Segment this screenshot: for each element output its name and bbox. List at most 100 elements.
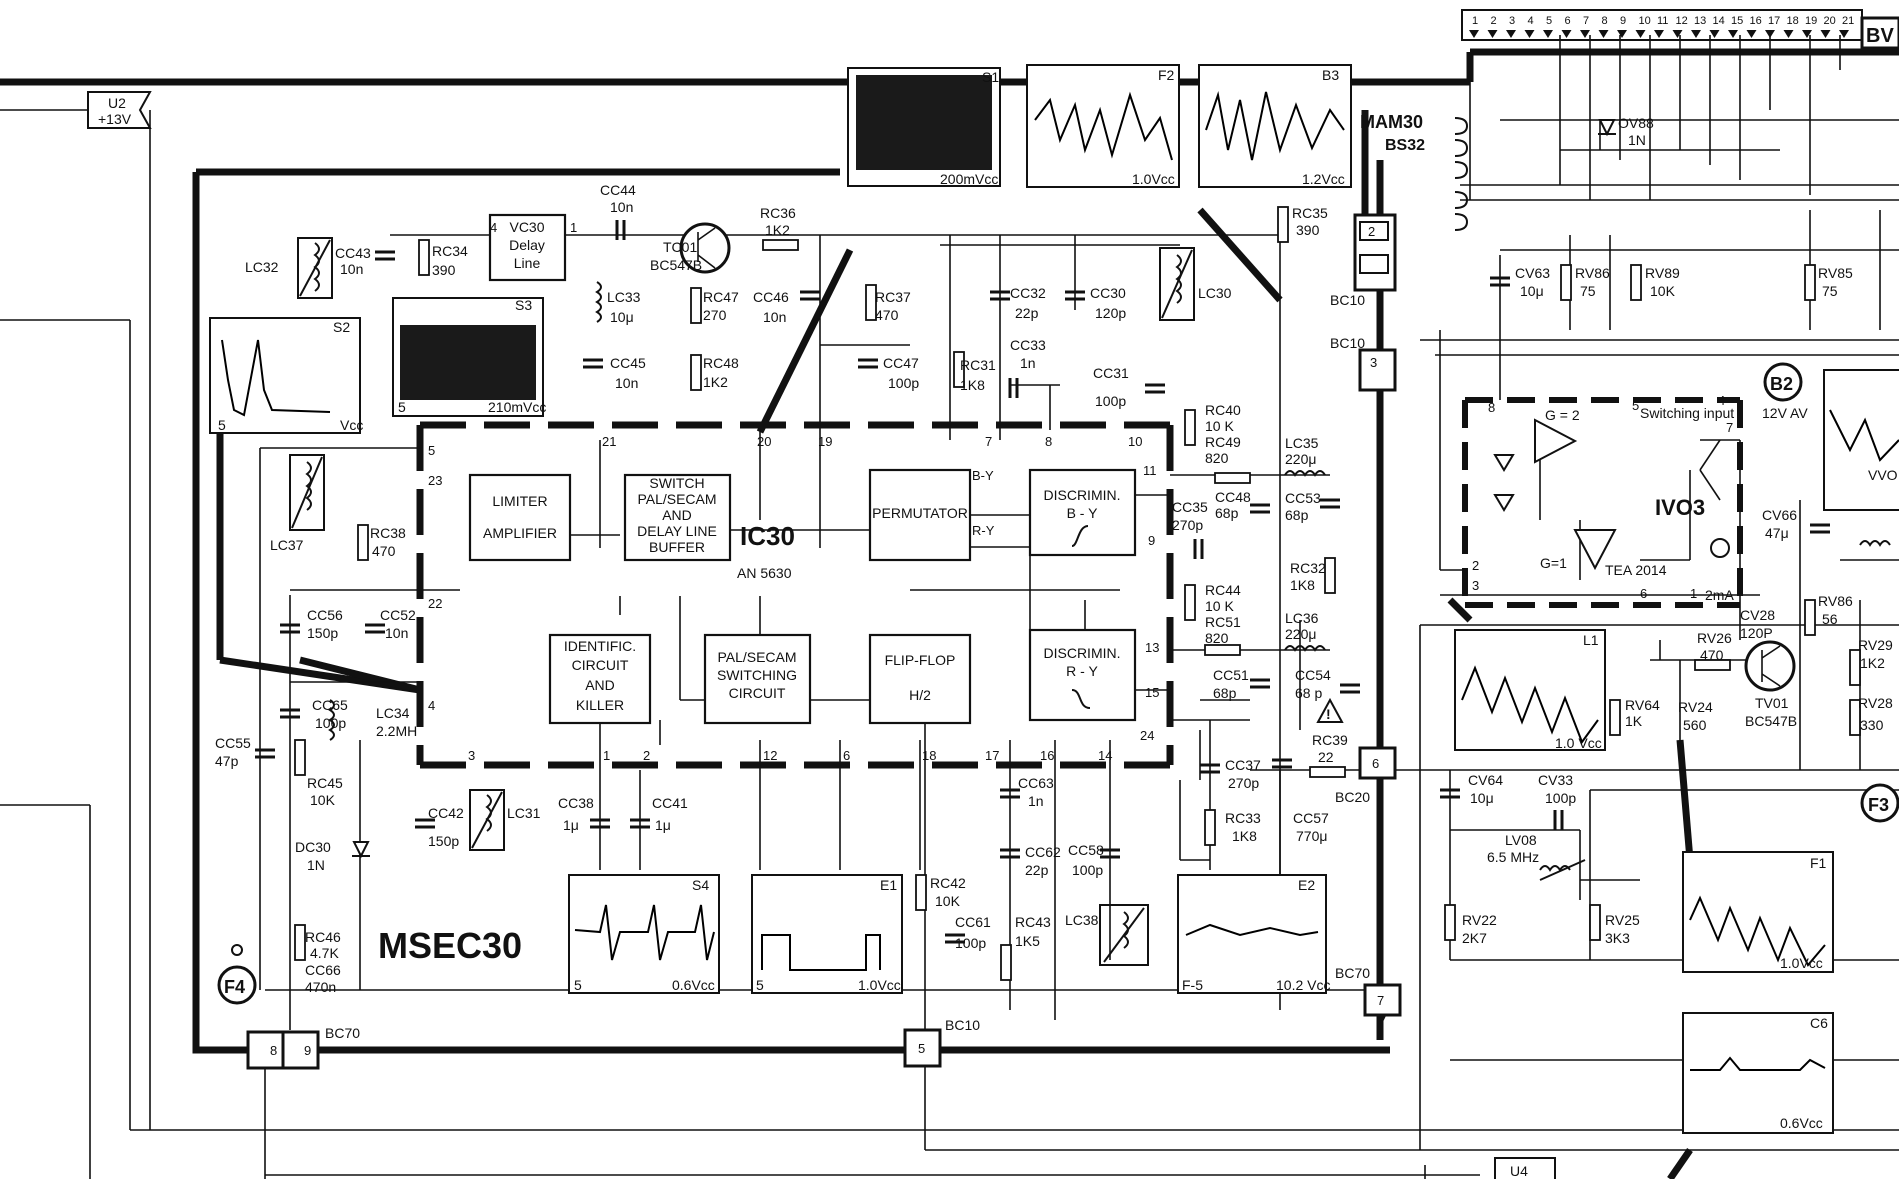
rv86-val: 75	[1580, 283, 1596, 299]
bv-pin-marker	[1691, 30, 1701, 38]
rc37-val: 470	[875, 307, 899, 323]
scope-s3-scale: 210mVcc	[488, 399, 546, 415]
cc63-ref: CC63	[1018, 775, 1054, 791]
tv01-ref: TV01	[1755, 695, 1789, 711]
cc56-val: 150p	[307, 625, 338, 641]
pin-16: 16	[1040, 748, 1054, 763]
rc34-val: 390	[432, 262, 456, 278]
bc10-c: BC10	[945, 1017, 980, 1033]
scope-l1: L1 1.0 Vcc	[1454, 629, 1606, 751]
lc31-ref: LC31	[507, 805, 541, 821]
cc33-val: 1n	[1020, 355, 1036, 371]
scope-c6: C6 0.6Vcc	[1682, 1012, 1834, 1134]
rv29-val: 1K2	[1860, 655, 1885, 671]
scope-b3-scale: 1.2Vcc	[1302, 171, 1345, 187]
tv01-val: BC547B	[1745, 713, 1797, 729]
pin-22: 22	[428, 596, 442, 611]
cc62-val: 22p	[1025, 862, 1049, 878]
bv-arrow-ends	[1454, 117, 1469, 231]
pin-20: 20	[757, 434, 771, 449]
rc49-val: 820	[1205, 450, 1229, 466]
ff-label: FLIP-FLOP	[885, 652, 956, 668]
title-labels: MSEC30 IC30 AN 5630 IVO3 MAM30 BS32 TEA …	[378, 112, 1808, 966]
vc30-pin4: 4	[490, 220, 497, 235]
rv85-ref: RV85	[1818, 265, 1853, 281]
cc53-ref: CC53	[1285, 490, 1321, 506]
pin-11: 11	[1143, 463, 1157, 478]
pin-ry: R-Y	[972, 523, 995, 538]
bv-pin-2: 2	[1491, 15, 1497, 27]
rc43-ref: RC43	[1015, 914, 1051, 930]
pin-1: 1	[603, 748, 610, 763]
cc47-val: 100p	[888, 375, 919, 391]
rc47-val: 270	[703, 307, 727, 323]
cc53-val: 68p	[1285, 507, 1309, 523]
cc55-ref: CC55	[215, 735, 251, 751]
u4-flag: U4	[1494, 1157, 1556, 1179]
bv-pin-10: 10	[1639, 15, 1651, 27]
scope-s4-label: S4	[692, 877, 709, 893]
switch-label: SWITCH	[649, 475, 704, 491]
lc33-val: 10μ	[610, 309, 634, 325]
bv-pin-6: 6	[1565, 15, 1571, 27]
ov88-ref: OV88	[1618, 115, 1654, 131]
lc35-val: 220μ	[1285, 451, 1316, 467]
rc35-val: 390	[1296, 222, 1320, 238]
discriminator-by-block: DISCRIMIN. B - Y	[1028, 468, 1137, 557]
pin-6: 6	[843, 748, 850, 763]
conn-pin-3: 3	[1370, 355, 1377, 370]
cc45-val: 10n	[615, 375, 638, 391]
rv24-ref: RV24	[1678, 699, 1713, 715]
cc55-val: 47p	[215, 753, 239, 769]
scope-e1: E1 5 1.0Vcc	[751, 874, 903, 994]
lc32-ref: LC32	[245, 259, 279, 275]
transistor-tv01	[1744, 640, 1796, 692]
scope-c6-label: C6	[1810, 1015, 1828, 1031]
switch-pal-secam-block: SWITCH PAL/SECAM AND DELAY LINE BUFFER	[623, 473, 732, 562]
cv66-val: 47μ	[1765, 525, 1789, 541]
lc37-ref: LC37	[270, 537, 304, 553]
u2-flag: U2 +13V	[87, 91, 152, 129]
tea-pin-4: 4	[1718, 393, 1725, 408]
bv-pin-3: 3	[1509, 15, 1515, 27]
gain1-label: G=1	[1540, 555, 1567, 571]
test-point-b2: B2	[1763, 362, 1803, 402]
bv-pin-marker	[1524, 30, 1535, 38]
rc48-ref: RC48	[703, 355, 739, 371]
bv-pin-7: 7	[1583, 15, 1589, 27]
cv33-val: 100p	[1545, 790, 1576, 806]
ic-part-number: AN 5630	[737, 565, 792, 581]
rv64-val: 1K	[1625, 713, 1643, 729]
rc32-ref: RC32	[1290, 560, 1326, 576]
cc42-val: 150p	[428, 833, 459, 849]
dc30-ref: DC30	[295, 839, 331, 855]
bv-pin-marker	[1654, 30, 1664, 38]
bv-pin-marker	[1617, 30, 1627, 38]
cc38-ref: CC38	[558, 795, 594, 811]
lc30-ref: LC30	[1198, 285, 1232, 301]
pin-17: 17	[985, 748, 999, 763]
rc33-ref: RC33	[1225, 810, 1261, 826]
rc35-ref: RC35	[1292, 205, 1328, 221]
scope-s2: S2 5 Vcc	[209, 317, 363, 434]
permutator-label: PERMUTATOR	[872, 505, 968, 521]
rv86-ref: RV86	[1575, 265, 1610, 281]
switch-delay-line: DELAY LINE	[637, 523, 717, 539]
rv89-val: 10K	[1650, 283, 1676, 299]
cc66-val: 470n	[305, 979, 336, 995]
bv-pin-marker	[1506, 30, 1516, 38]
scope-f1: F1 1.0Vcc	[1682, 851, 1834, 973]
tc01-ref: TC01	[663, 239, 697, 255]
bc20: BC20	[1335, 789, 1370, 805]
cv63-val: 10μ	[1520, 283, 1544, 299]
conn-pin-2: 2	[1368, 224, 1375, 239]
conn-pin-5: 5	[918, 1041, 925, 1056]
rv26-ref: RV26	[1697, 630, 1732, 646]
bv-label: BV	[1866, 25, 1894, 47]
resistors	[294, 206, 1861, 981]
cc51-val: 68p	[1213, 685, 1237, 701]
ident-killer: KILLER	[576, 697, 624, 713]
switch-and: AND	[662, 507, 692, 523]
disc-by-sub: B - Y	[1067, 505, 1099, 521]
